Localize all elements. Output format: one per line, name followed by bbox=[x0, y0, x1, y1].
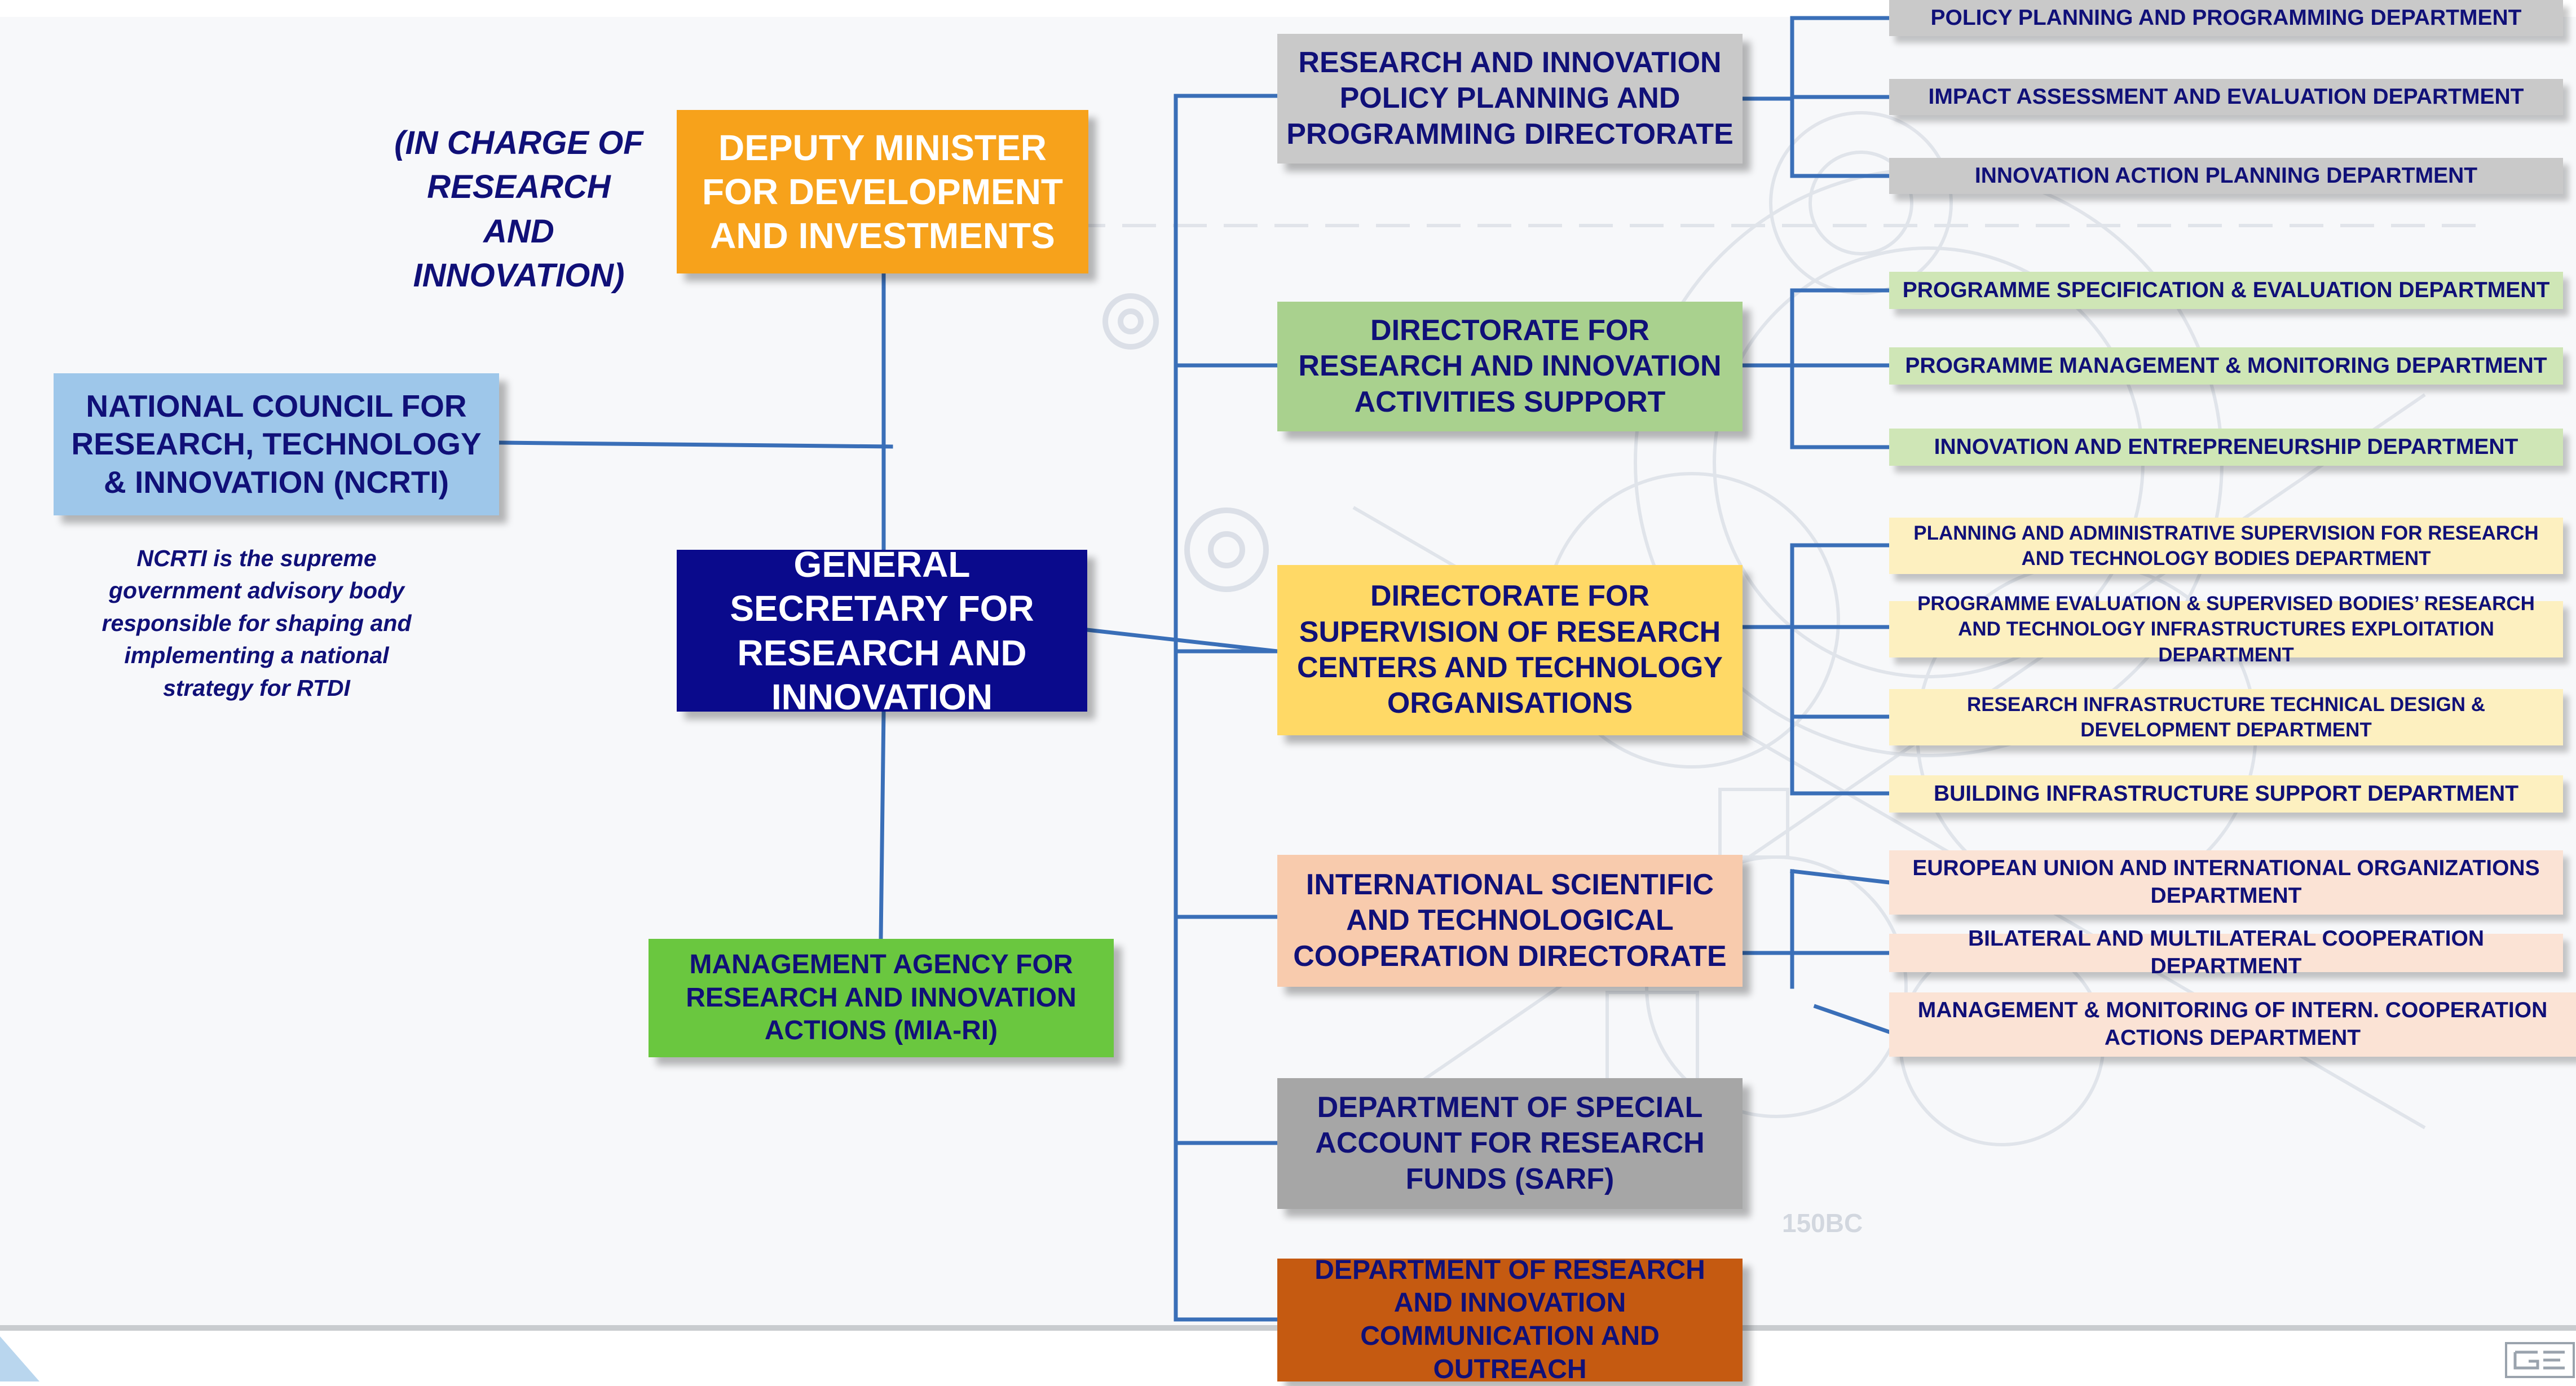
department-innovation-action-planning: INNOVATION ACTION PLANNING DEPARTMENT bbox=[1889, 158, 2563, 194]
department-label: INNOVATION AND ENTREPRENEURSHIP DEPARTME… bbox=[1934, 434, 2518, 459]
directorate-label: INTERNATIONAL SCIENTIFIC AND TECHNOLOGIC… bbox=[1293, 868, 1727, 973]
department-label: BUILDING INFRASTRUCTURE SUPPORT DEPARTME… bbox=[1933, 781, 2519, 806]
ncrti-label: NATIONAL COUNCIL FOR RESEARCH, TECHNOLOG… bbox=[71, 389, 482, 500]
directorate-label: DIRECTORATE FOR SUPERVISION OF RESEARCH … bbox=[1297, 580, 1723, 720]
deputy-minister-box: DEPUTY MINISTER FOR DEVELOPMENT AND INVE… bbox=[677, 110, 1088, 273]
department-monitoring-international-cooperation: MANAGEMENT & MONITORING OF INTERN. COOPE… bbox=[1889, 992, 2576, 1057]
department-infrastructure-technical-design: RESEARCH INFRASTRUCTURE TECHNICAL DESIGN… bbox=[1889, 689, 2563, 745]
directorate-activities-support: DIRECTORATE FOR RESEARCH AND INNOVATION … bbox=[1277, 302, 1743, 431]
directorate-label: DIRECTORATE FOR RESEARCH AND INNOVATION … bbox=[1298, 314, 1722, 418]
corner-decoration bbox=[0, 1336, 39, 1381]
directorate-international-cooperation: INTERNATIONAL SCIENTIFIC AND TECHNOLOGIC… bbox=[1277, 855, 1743, 987]
logo-icon bbox=[2505, 1342, 2575, 1378]
department-programme-evaluation-infrastructures: PROGRAMME EVALUATION & SUPERVISED BODIES… bbox=[1889, 593, 2563, 666]
department-bilateral-multilateral-cooperation: BILATERAL AND MULTILATERAL COOPERATION D… bbox=[1889, 926, 2563, 978]
department-label: PROGRAMME MANAGEMENT & MONITORING DEPART… bbox=[1905, 353, 2547, 378]
department-label: RESEARCH INFRASTRUCTURE TECHNICAL DESIGN… bbox=[1966, 693, 2486, 741]
department-label: MANAGEMENT & MONITORING OF INTERN. COOPE… bbox=[1917, 998, 2548, 1050]
department-label: PROGRAMME SPECIFICATION & EVALUATION DEP… bbox=[1902, 277, 2550, 302]
directorate-label: DEPARTMENT OF SPECIAL ACCOUNT FOR RESEAR… bbox=[1315, 1091, 1705, 1195]
directorate-policy-planning: RESEARCH AND INNOVATION POLICY PLANNING … bbox=[1277, 34, 1743, 164]
department-impact-assessment: IMPACT ASSESSMENT AND EVALUATION DEPARTM… bbox=[1889, 79, 2563, 115]
department-policy-planning-programming: POLICY PLANNING AND PROGRAMMING DEPARTME… bbox=[1889, 0, 2563, 36]
general-secretary-box: GENERAL SECRETARY FOR RESEARCH AND INNOV… bbox=[677, 544, 1087, 717]
directorate-label: RESEARCH AND INNOVATION POLICY PLANNING … bbox=[1286, 46, 1733, 151]
ncrti-description: NCRTI is the supreme government advisory… bbox=[102, 545, 412, 701]
department-innovation-entrepreneurship: INNOVATION AND ENTREPRENEURSHIP DEPARTME… bbox=[1889, 429, 2563, 466]
department-building-infrastructure-support: BUILDING INFRASTRUCTURE SUPPORT DEPARTME… bbox=[1889, 775, 2563, 813]
general-secretary-label: GENERAL SECRETARY FOR RESEARCH AND INNOV… bbox=[730, 544, 1034, 717]
department-label: EUROPEAN UNION AND INTERNATIONAL ORGANIZ… bbox=[1912, 856, 2540, 908]
mia-ri-box: MANAGEMENT AGENCY FOR RESEARCH AND INNOV… bbox=[649, 939, 1114, 1057]
directorate-label: DEPARTMENT OF RESEARCH AND INNOVATION CO… bbox=[1315, 1255, 1705, 1384]
department-communication-outreach: DEPARTMENT OF RESEARCH AND INNOVATION CO… bbox=[1277, 1255, 1743, 1384]
department-label: BILATERAL AND MULTILATERAL COOPERATION D… bbox=[1968, 926, 2484, 978]
ncrti-box: NATIONAL COUNCIL FOR RESEARCH, TECHNOLOG… bbox=[54, 373, 499, 515]
watermark-label: 150BC bbox=[1782, 1208, 1863, 1238]
mia-ri-label: MANAGEMENT AGENCY FOR RESEARCH AND INNOV… bbox=[686, 950, 1077, 1046]
deputy-minister-label: DEPUTY MINISTER FOR DEVELOPMENT AND INVE… bbox=[702, 127, 1064, 257]
department-programme-management: PROGRAMME MANAGEMENT & MONITORING DEPART… bbox=[1889, 347, 2563, 385]
department-label: INNOVATION ACTION PLANNING DEPARTMENT bbox=[1974, 163, 2478, 188]
department-special-account-sarf: DEPARTMENT OF SPECIAL ACCOUNT FOR RESEAR… bbox=[1277, 1078, 1743, 1209]
department-label: POLICY PLANNING AND PROGRAMMING DEPARTME… bbox=[1930, 5, 2522, 30]
department-label: IMPACT ASSESSMENT AND EVALUATION DEPARTM… bbox=[1928, 84, 2524, 109]
deputy-minister-role-note: (IN CHARGE OF RESEARCH AND INNOVATION) bbox=[394, 125, 643, 294]
department-label: PROGRAMME EVALUATION & SUPERVISED BODIES… bbox=[1917, 592, 2535, 666]
department-label: PLANNING AND ADMINISTRATIVE SUPERVISION … bbox=[1913, 522, 2539, 570]
department-programme-specification: PROGRAMME SPECIFICATION & EVALUATION DEP… bbox=[1889, 272, 2563, 309]
directorate-supervision-research-centers: DIRECTORATE FOR SUPERVISION OF RESEARCH … bbox=[1277, 565, 1743, 735]
department-planning-administrative-supervision: PLANNING AND ADMINISTRATIVE SUPERVISION … bbox=[1889, 518, 2563, 574]
department-eu-international-organizations: EUROPEAN UNION AND INTERNATIONAL ORGANIZ… bbox=[1889, 850, 2563, 915]
